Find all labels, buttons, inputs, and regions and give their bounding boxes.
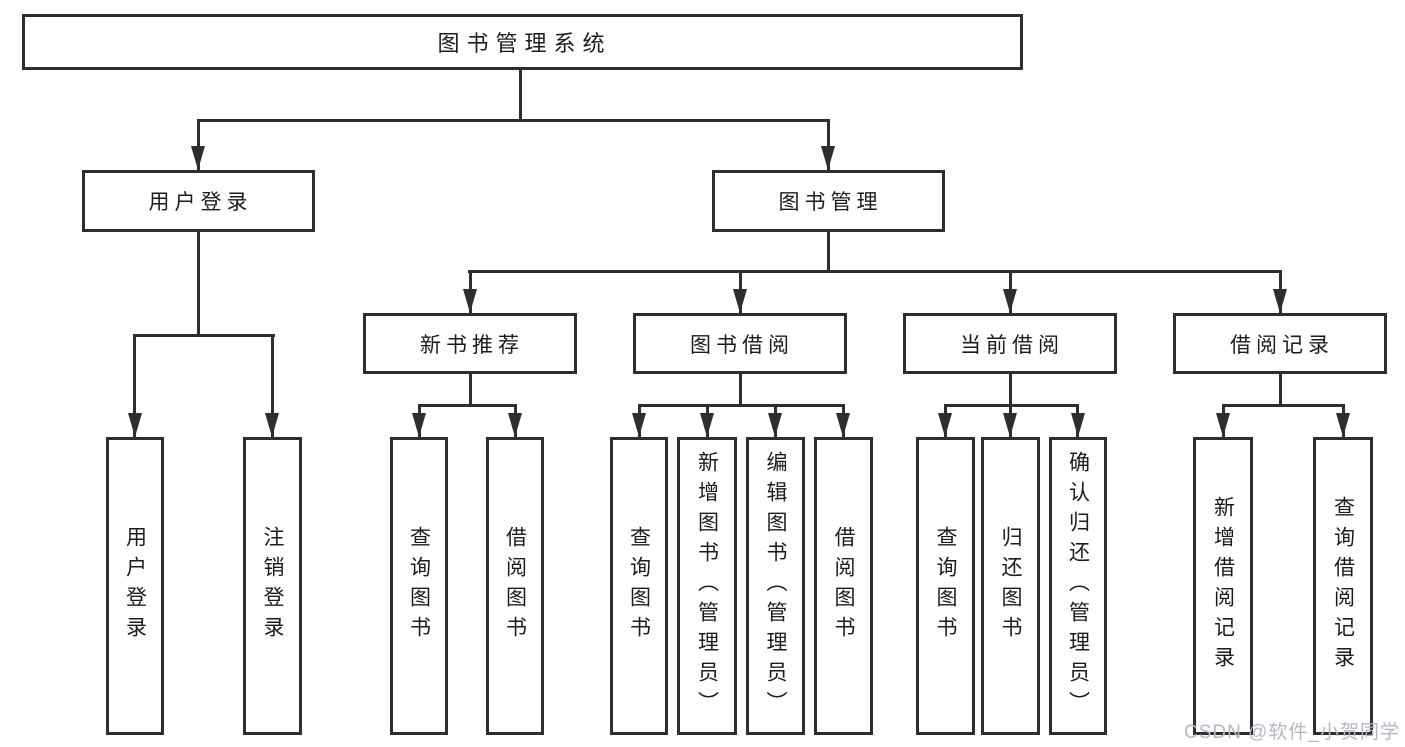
node-book-borrowing: 图书借阅 (633, 313, 847, 374)
node-label: 查询图书 (934, 526, 957, 646)
node-label: 确认归还（管理员） (1066, 451, 1090, 721)
connector-line (469, 374, 472, 407)
node-leaf-return-books: 归还图书 (981, 437, 1040, 735)
node-leaf-borrow-books-recommend: 借阅图书 (486, 437, 544, 735)
connector-line (468, 270, 1281, 273)
node-label: 借阅图书 (832, 526, 855, 646)
arrowhead-icon (1003, 413, 1017, 437)
node-leaf-query-borrow-record: 查询借阅记录 (1313, 437, 1373, 735)
node-label: 图书管理 (778, 191, 883, 214)
node-leaf-query-books-borrow: 查询图书 (610, 437, 668, 735)
arrowhead-icon (821, 146, 835, 170)
node-leaf-edit-books-admin: 编辑图书（管理员） (746, 437, 805, 735)
node-label: 借阅图书 (503, 526, 527, 646)
arrowhead-icon (265, 413, 279, 437)
node-leaf-query-books-current: 查询图书 (916, 437, 975, 735)
arrowhead-icon (1216, 413, 1230, 437)
arrowhead-icon (733, 289, 747, 313)
arrowhead-icon (1273, 289, 1287, 313)
connector-line (197, 119, 200, 170)
csdn-watermark: CSDN @软件_小贺同学 (1184, 722, 1400, 743)
node-label: 图书管理系统 (437, 31, 612, 56)
node-label: 注销登录 (261, 526, 284, 646)
node-label: 用户登录 (148, 191, 253, 214)
connector-line (418, 404, 517, 407)
arrowhead-icon (412, 413, 426, 437)
node-label: 新书推荐 (420, 333, 524, 357)
arrowhead-icon (700, 413, 714, 437)
node-label: 编辑图书（管理员） (764, 451, 787, 721)
node-label: 查询图书 (407, 526, 431, 646)
node-leaf-user-login: 用户登录 (106, 437, 164, 735)
node-label: 图书借阅 (690, 333, 794, 357)
node-label: 新增图书（管理员） (695, 451, 719, 721)
arrowhead-icon (128, 413, 142, 437)
arrowhead-icon (1071, 413, 1085, 437)
node-leaf-borrow-books: 借阅图书 (814, 437, 873, 735)
node-leaf-query-books-recommend: 查询图书 (390, 437, 448, 735)
connector-line (1279, 374, 1282, 407)
node-label: 归还图书 (999, 526, 1022, 646)
node-label: 查询借阅记录 (1331, 496, 1355, 676)
arrowhead-icon (938, 413, 952, 437)
connector-line (827, 232, 830, 273)
connector-line (197, 119, 830, 122)
connector-line (739, 374, 742, 407)
connector-line (827, 119, 830, 170)
node-borrowing-records: 借阅记录 (1173, 313, 1387, 374)
node-label: 新增借阅记录 (1211, 496, 1235, 676)
arrowhead-icon (836, 413, 850, 437)
arrowhead-icon (191, 146, 205, 170)
arrowhead-icon (768, 413, 782, 437)
connector-line (271, 334, 274, 437)
arrowhead-icon (1003, 289, 1017, 313)
arrowhead-icon (463, 289, 477, 313)
connector-line (133, 334, 275, 337)
arrowhead-icon (508, 413, 522, 437)
node-label: 借阅记录 (1230, 333, 1334, 357)
arrowhead-icon (1336, 413, 1350, 437)
connector-line (1009, 374, 1012, 407)
connector-line (133, 334, 136, 437)
arrowhead-icon (632, 413, 646, 437)
node-label: 当前借阅 (960, 333, 1064, 357)
node-leaf-confirm-return-admin: 确认归还（管理员） (1049, 437, 1107, 735)
connector-line (519, 70, 522, 121)
node-user-login: 用户登录 (82, 170, 315, 232)
node-current-borrowing: 当前借阅 (903, 313, 1117, 374)
node-leaf-logout: 注销登录 (243, 437, 302, 735)
node-book-management: 图书管理 (712, 170, 945, 232)
connector-line (197, 232, 200, 336)
connector-line (638, 404, 845, 407)
connector-line (1222, 404, 1344, 407)
node-new-book-recommend: 新书推荐 (363, 313, 577, 374)
node-leaf-add-borrow-record: 新增借阅记录 (1193, 437, 1253, 735)
node-library-system: 图书管理系统 (22, 14, 1023, 70)
node-label: 查询图书 (627, 526, 651, 646)
node-leaf-add-books-admin: 新增图书（管理员） (677, 437, 737, 735)
node-label: 用户登录 (123, 526, 147, 646)
